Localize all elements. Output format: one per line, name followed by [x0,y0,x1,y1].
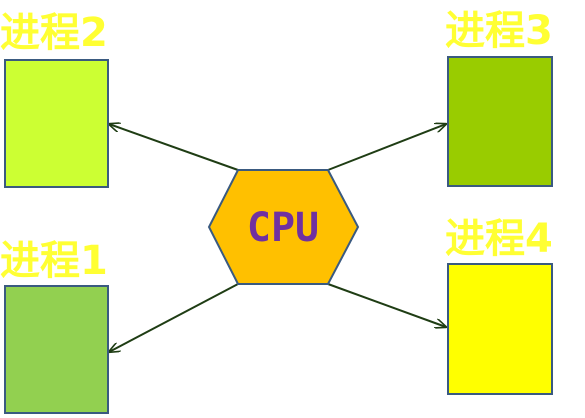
cpu-hexagon [207,169,360,285]
cpu-label: CPU [247,205,319,251]
process-1-box [4,285,109,414]
arrow-cpu-to-process-2 [109,124,239,171]
arrow-cpu-to-process-3 [327,124,446,171]
process-3-box [447,56,553,187]
process-2-box [4,59,109,188]
process-4-box [447,263,553,395]
process-4-label: 进程4 [445,216,553,262]
arrow-cpu-to-process-4 [327,283,446,327]
process-3-label: 进程3 [445,8,553,54]
process-2-label: 进程2 [0,10,108,56]
arrow-cpu-to-process-1 [109,283,239,352]
process-1-label: 进程1 [0,238,108,284]
